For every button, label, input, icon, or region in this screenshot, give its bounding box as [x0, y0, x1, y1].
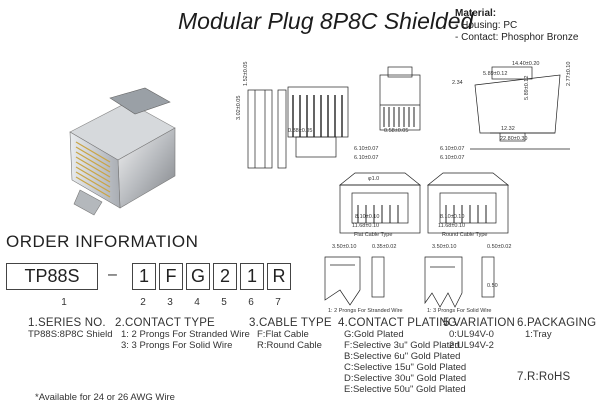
- section-line: 1:Tray: [525, 329, 552, 340]
- front-view: [379, 66, 421, 131]
- section-line: B:Selective 6u" Gold Plated: [344, 351, 461, 362]
- section-line: C:Selective 15u" Gold Plated: [344, 362, 467, 373]
- pins-view: [287, 86, 349, 158]
- section-line: 1: 2 Prongs For Stranded Wire: [121, 329, 250, 340]
- technical-drawing: [247, 66, 570, 308]
- section-line: D:Selective 30u" Gold Plated: [344, 373, 467, 384]
- order-code-plating: G: [186, 263, 210, 290]
- section-line: F:Flat Cable: [257, 329, 309, 340]
- position-number: 6: [248, 297, 254, 308]
- order-information-title: ORDER INFORMATION: [6, 232, 199, 251]
- round-cable-view: [427, 172, 509, 234]
- order-code-rohs: R: [267, 263, 291, 290]
- page-title: Modular Plug 8P8C Shielded: [178, 8, 474, 34]
- section-line: 3: 3 Prongs For Solid Wire: [121, 340, 233, 351]
- position-number: 1: [61, 297, 67, 308]
- position-number: 3: [167, 297, 173, 308]
- prong-2-view: [324, 256, 385, 306]
- section-line: E:Selective 50u" Gold Plated: [344, 384, 466, 395]
- section-line: G:Gold Plated: [344, 329, 404, 340]
- section-heading: 2.CONTACT TYPE: [115, 317, 215, 329]
- section-line: TP88S:8P8C Shield: [28, 329, 113, 340]
- position-number: 5: [221, 297, 227, 308]
- long-side-view: [470, 66, 570, 150]
- section-heading: 3.CABLE TYPE: [249, 317, 332, 329]
- section-line: F:Selective 3u" Gold Plated: [344, 340, 460, 351]
- section-heading: 4.CONTACT PLATING: [338, 317, 458, 329]
- material-block: Material: - Housing: PC - Contact: Phosp…: [455, 8, 578, 44]
- side-view: [247, 89, 287, 169]
- position-number: 7: [275, 297, 281, 308]
- section-contact-type: 2.CONTACT TYPE 1: 2 Prongs For Stranded …: [115, 317, 250, 351]
- section-series-no: 1.SERIES NO. TP88S:8P8C Shield: [28, 317, 113, 340]
- order-code-series: TP88S: [6, 263, 98, 290]
- section-line: 2:UL94V-2: [449, 340, 494, 351]
- prong-3-view: [424, 256, 495, 308]
- material-housing: - Housing: PC: [455, 20, 518, 31]
- section-cable-type: 3.CABLE TYPE F:Flat Cable R:Round Cable: [249, 317, 332, 351]
- section-variation: 5.VARIATION 0:UL94V-0 2:UL94V-2: [443, 317, 516, 351]
- section-heading: 1.SERIES NO.: [28, 317, 106, 329]
- position-number: 2: [140, 297, 146, 308]
- position-number: 4: [194, 297, 200, 308]
- order-code-variation: 2: [213, 263, 237, 290]
- section-heading: 7.R:RoHS: [517, 371, 571, 383]
- plug-photo: [69, 87, 176, 216]
- order-code-contact-type: 1: [132, 263, 156, 290]
- section-line: R:Round Cable: [257, 340, 322, 351]
- section-heading: 6.PACKAGING: [517, 317, 597, 329]
- section-rohs: 7.R:RoHS: [517, 371, 571, 383]
- order-code-dash: –: [108, 266, 117, 283]
- order-code-packaging: 1: [240, 263, 264, 290]
- section-line: 0:UL94V-0: [449, 329, 494, 340]
- material-contact: - Contact: Phosphor Bronze: [455, 32, 579, 43]
- section-packaging: 6.PACKAGING 1:Tray: [517, 317, 597, 340]
- section-contact-plating: 4.CONTACT PLATING G:Gold Plated F:Select…: [338, 317, 467, 395]
- order-code-cable-type: F: [159, 263, 183, 290]
- footnote: *Available for 24 or 26 AWG Wire: [35, 392, 175, 403]
- section-heading: 5.VARIATION: [443, 317, 516, 329]
- flat-cable-view: [339, 172, 421, 234]
- material-heading: Material:: [455, 8, 497, 19]
